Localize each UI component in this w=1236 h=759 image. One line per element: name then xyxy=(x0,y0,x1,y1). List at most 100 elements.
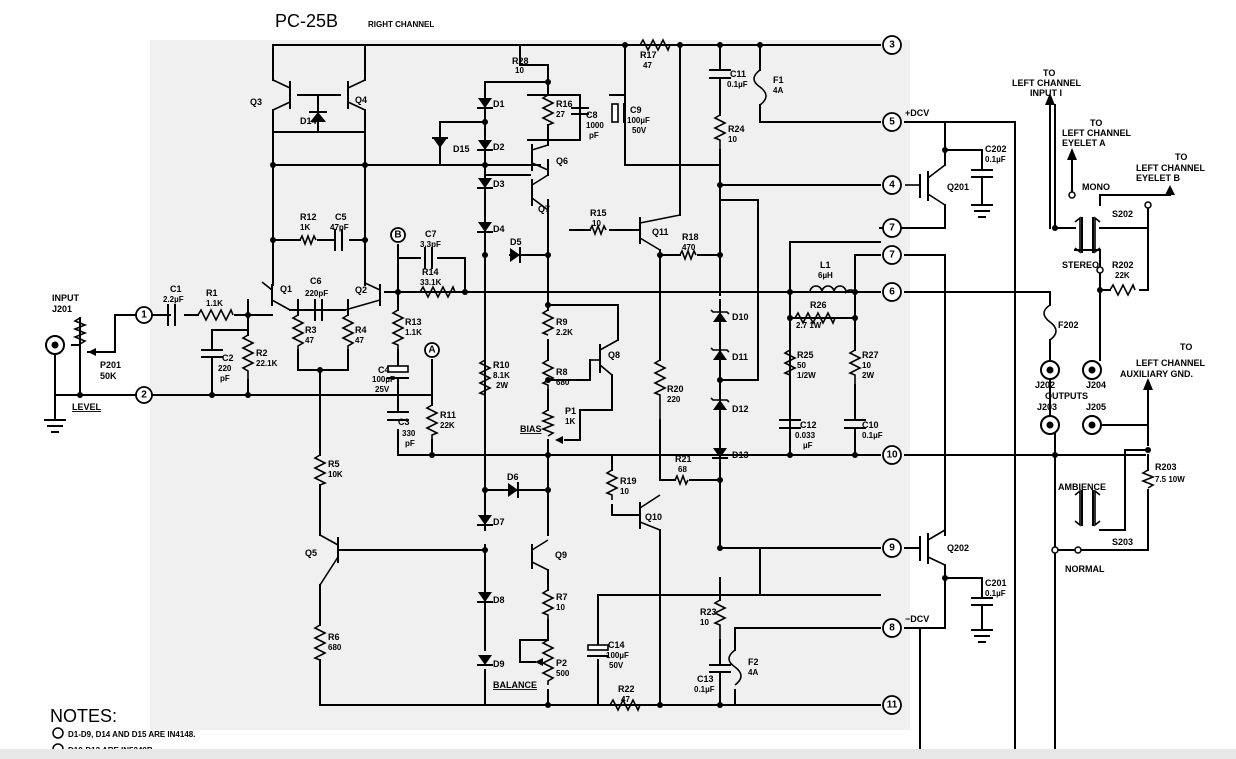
diodes xyxy=(309,98,730,666)
diode-d3 xyxy=(478,178,492,188)
resistor-r20 xyxy=(653,359,667,420)
label-q4: Q4 xyxy=(355,95,367,105)
label-r6: R6 xyxy=(328,632,340,642)
label-d8: D8 xyxy=(493,595,505,605)
label-d10: D10 xyxy=(732,312,749,322)
label-q6: Q6 xyxy=(556,156,568,166)
label-r27-power: 2W xyxy=(862,371,874,380)
label-c7: C7 xyxy=(425,229,437,239)
label-to-a-1: TO xyxy=(1090,118,1102,128)
label-j201: J201 xyxy=(52,304,72,314)
resistor-r17 xyxy=(639,38,671,52)
label-to-a-2: LEFT CHANNEL xyxy=(1062,128,1131,138)
label-c12-unit: µF xyxy=(803,441,813,450)
capacitor-c7 xyxy=(424,247,433,269)
label-c14: C14 xyxy=(608,640,625,650)
svg-text:B: B xyxy=(394,230,401,241)
label-f1: F1 xyxy=(773,75,784,85)
capacitor-c201 xyxy=(971,597,993,613)
svg-text:4: 4 xyxy=(889,180,895,191)
bottom-scroll-bar[interactable] xyxy=(0,749,1236,759)
label-c11: C11 xyxy=(730,69,746,79)
resistor-r203 xyxy=(1140,469,1156,489)
label-r12: R12 xyxy=(300,212,317,222)
label-q10: Q10 xyxy=(645,512,662,522)
label-to-input-2: LEFT CHANNEL xyxy=(1012,78,1081,88)
capacitor-c202 xyxy=(971,169,993,191)
label-d6: D6 xyxy=(507,472,519,482)
label-q7: Q7 xyxy=(538,204,550,214)
label-q3: Q3 xyxy=(250,97,262,107)
label-r25: R25 xyxy=(797,350,814,360)
label-to-aux-1: TO xyxy=(1180,342,1192,352)
label-mono: MONO xyxy=(1082,182,1110,192)
label-r23-value: 10 xyxy=(700,618,709,627)
label-r24-value: 10 xyxy=(728,135,737,144)
other-parts xyxy=(44,42,1175,708)
note-1: D1-D9, D14 AND D15 ARE IN4148. xyxy=(52,727,195,739)
jack-j201 xyxy=(45,335,65,355)
label-to-b-2: LEFT CHANNEL xyxy=(1136,163,1205,173)
label-r24: R24 xyxy=(728,124,745,134)
label-c5-value: 47pF xyxy=(330,223,349,232)
label-r22-value: 47 xyxy=(621,695,630,704)
resistor-r19 xyxy=(605,469,619,500)
label-level: LEVEL xyxy=(72,402,102,412)
resistor-r25 xyxy=(783,349,797,385)
label-c201-value: 0.1µF xyxy=(985,589,1006,598)
label-input: INPUT xyxy=(52,293,80,303)
resistor-r7 xyxy=(541,589,555,620)
resistor-r1 xyxy=(197,308,234,322)
resistor-r12 xyxy=(299,233,317,247)
label-r19: R19 xyxy=(620,476,637,486)
svg-text:2: 2 xyxy=(141,390,147,401)
label-r16: R16 xyxy=(556,99,573,109)
capacitor-c10 xyxy=(844,419,866,436)
label-r10-power: 2W xyxy=(496,381,508,390)
terminal-3: 3 xyxy=(882,35,902,55)
terminal-b: B xyxy=(390,227,406,243)
label-q202: Q202 xyxy=(947,543,969,553)
label-r7-value: 10 xyxy=(556,603,565,612)
label-q8: Q8 xyxy=(608,350,620,360)
svg-text:7: 7 xyxy=(889,250,895,261)
label-j202: J202 xyxy=(1035,380,1055,390)
label-r1: R1 xyxy=(206,288,218,298)
label-r4-value: 47 xyxy=(355,336,364,345)
zener-d12 xyxy=(713,400,727,410)
diode-d8 xyxy=(478,592,492,602)
svg-text:1: 1 xyxy=(141,310,147,321)
transistor-q4 xyxy=(347,79,366,111)
svg-text:A: A xyxy=(428,345,435,356)
svg-text:10: 10 xyxy=(886,450,898,461)
label-p1-value: 1K xyxy=(565,417,575,426)
label-normal: NORMAL xyxy=(1065,564,1105,574)
transistor-q1 xyxy=(261,281,291,311)
label-r23: R23 xyxy=(700,607,717,617)
terminal-8: 8 xyxy=(882,618,902,638)
svg-text:D1-D9, D14 AND D15 ARE IN4148: D1-D9, D14 AND D15 ARE IN4148. xyxy=(68,730,195,739)
label-c6-value: 220pF xyxy=(305,289,328,298)
label-r4: R4 xyxy=(355,325,367,335)
label-r6-value: 680 xyxy=(328,643,342,652)
transistor-q9 xyxy=(531,539,549,571)
mosfet-q201 xyxy=(905,164,946,206)
label-r20: R20 xyxy=(667,384,684,394)
label-r25-value: 50 xyxy=(797,361,806,370)
resistor-r18 xyxy=(679,248,697,262)
capacitor-c5 xyxy=(334,229,343,251)
capacitor-c9 xyxy=(611,103,625,123)
label-r21: R21 xyxy=(675,454,692,464)
schematic-subtitle: RIGHT CHANNEL xyxy=(368,20,434,29)
label-r5-value: 10K xyxy=(328,470,343,479)
label-c9-value: 100µF xyxy=(627,116,650,125)
terminal-4: 4 xyxy=(882,175,902,195)
label-r9: R9 xyxy=(556,317,568,327)
diode-d14 xyxy=(310,112,326,122)
label-s203: S203 xyxy=(1112,537,1133,547)
transistor-q2 xyxy=(344,282,381,311)
terminal-2: 2 xyxy=(135,386,153,404)
resistor-r13 xyxy=(391,309,405,350)
label-f202: F202 xyxy=(1058,320,1079,330)
label-r16-value: 27 xyxy=(556,110,565,119)
